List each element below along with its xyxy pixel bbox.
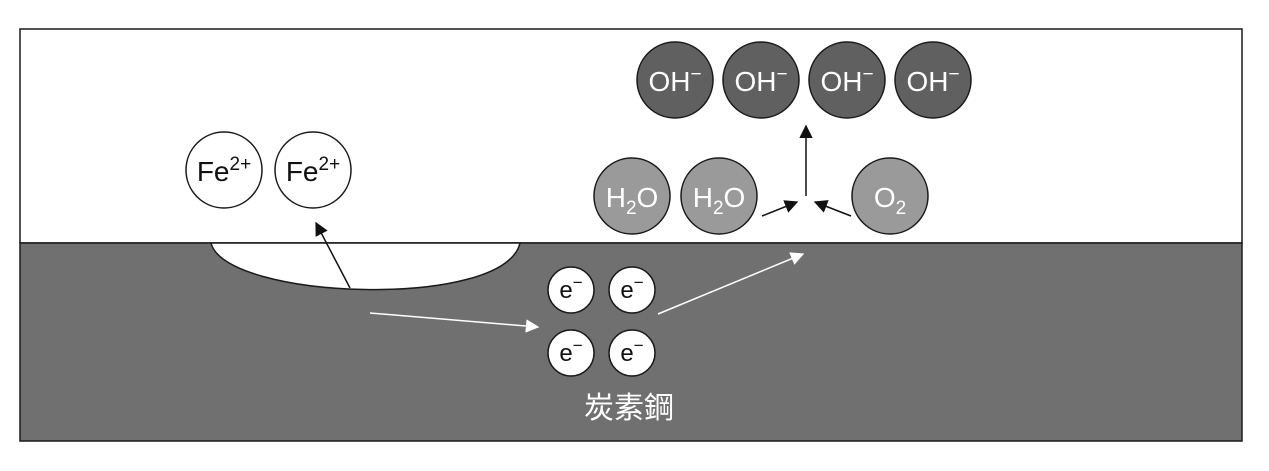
svg-text:H2O: H2O	[606, 182, 659, 219]
electron: e−	[547, 266, 595, 314]
svg-text:OH−: OH−	[906, 64, 959, 97]
electron: e−	[547, 329, 595, 377]
electron: e−	[608, 329, 656, 377]
svg-text:e−: e−	[620, 273, 643, 304]
svg-text:H2O: H2O	[693, 182, 746, 219]
oxygen-to-reaction-arrow	[813, 200, 852, 217]
iron-ion: Fe2+	[185, 131, 263, 209]
electron-flow-arrow-2	[657, 252, 805, 315]
water-molecule: H2O	[680, 157, 758, 235]
svg-text:OH−: OH−	[820, 64, 873, 97]
svg-text:e−: e−	[559, 336, 582, 367]
hydroxide-ion: OH−	[808, 41, 886, 119]
svg-text:Fe2+: Fe2+	[286, 154, 340, 187]
hydroxide-ion: OH−	[722, 41, 800, 119]
corrosion-pit	[210, 242, 521, 291]
svg-text:e−: e−	[559, 273, 582, 304]
water-molecule: H2O	[593, 157, 671, 235]
hydroxide-ion: OH−	[894, 41, 972, 119]
fe-ion-release-arrow	[315, 221, 351, 289]
electron: e−	[608, 266, 656, 314]
svg-text:e−: e−	[620, 336, 643, 367]
material-label: 炭素鋼	[584, 391, 674, 426]
electron-flow-arrow-1	[369, 312, 540, 333]
svg-text:OH−: OH−	[734, 64, 787, 97]
iron-ion: Fe2+	[274, 131, 352, 209]
svg-text:O2: O2	[874, 182, 906, 219]
svg-text:OH−: OH−	[648, 64, 701, 97]
svg-text:Fe2+: Fe2+	[197, 154, 251, 187]
hydroxide-ion: OH−	[636, 41, 714, 119]
water-to-reaction-arrow	[761, 200, 799, 217]
oxygen-molecule: O2	[851, 157, 929, 235]
